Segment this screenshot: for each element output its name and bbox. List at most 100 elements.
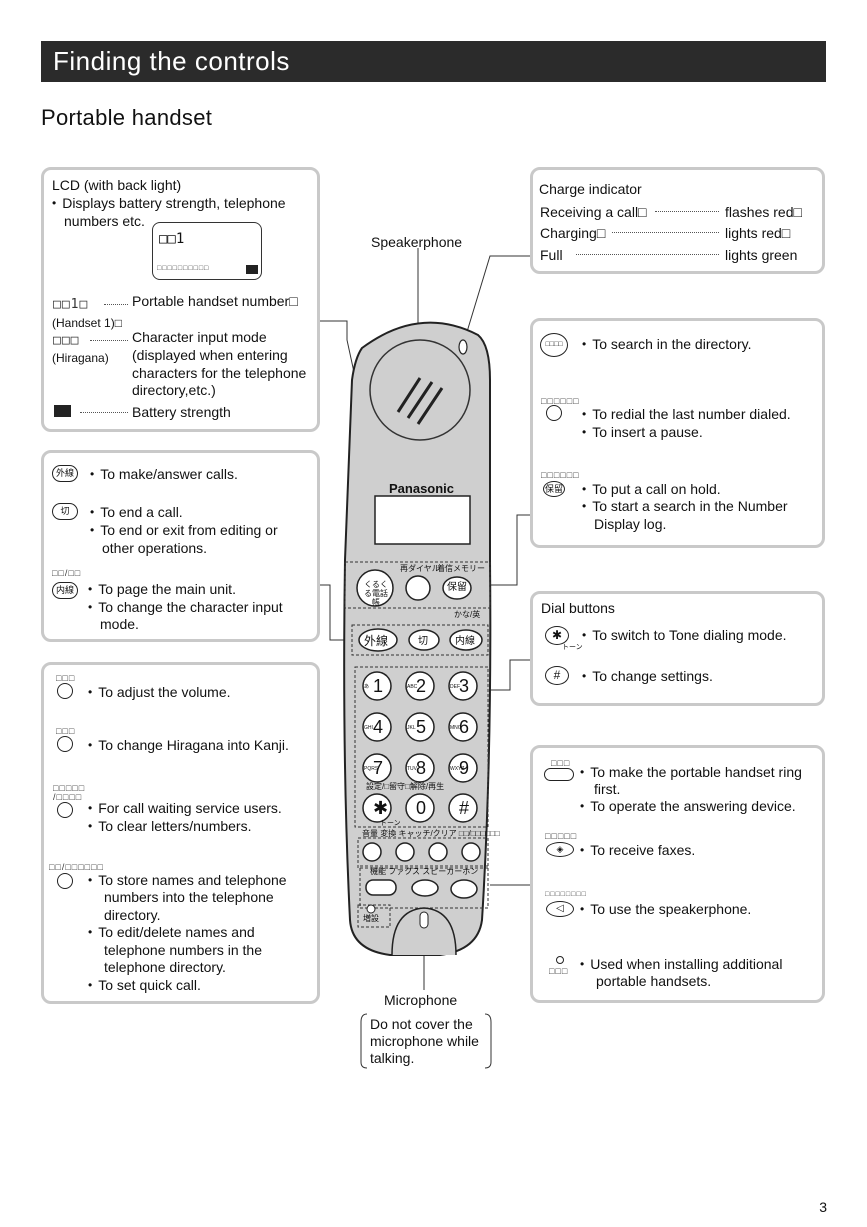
input-mode-desc1: Character input mode [132,329,267,345]
tone-label: トーン [380,820,401,827]
keypad-key-6[interactable]: 6 [459,717,470,737]
store-key-icon [57,873,73,889]
extension-glyph: □□□ [549,966,569,976]
convert-key-icon [57,736,73,752]
kana-key-label: かな/英 [454,610,481,619]
intercom-icon: 内線 [52,582,78,599]
keypad-key-sub-8: TUV [407,766,417,772]
store-glyph: □□/□□□□□□ [49,862,104,872]
dial-buttons-box [530,591,825,706]
catch-glyph-b: /□□□□ [53,792,83,802]
handset-number-desc: Portable handset number□ [132,293,298,309]
hiragana-glyph: □□□ [53,333,80,348]
dial-item2: To change settings. [582,667,713,686]
call-item3b-cont: mode. [100,616,139,632]
lcd-title: LCD (with back light) [52,177,182,193]
outside-line-key-label[interactable]: 外線 [364,634,389,648]
charge-row1-label: Receiving a call□ [540,204,647,220]
hiragana-sub: (Hiragana) [52,351,109,365]
keypad-key-8[interactable]: 8 [416,758,427,778]
tone-sub-label: トーン [562,644,583,651]
keypad-key-5[interactable]: 5 [416,717,427,737]
function-item1c: To operate the answering device. [580,797,795,816]
intercom-glyph: □□/□□ [52,568,82,578]
charge-row2-value: lights red□ [725,225,791,241]
setting-row-label: 設定/□留守□解除/再生 [366,782,445,791]
page-subtitle: Portable handset [41,105,213,130]
intercom-key [449,629,483,651]
catch-key-icon [57,802,73,818]
speakerphone-item: To use the speakerphone. [580,900,751,919]
catch-item-b: To clear letters/numbers. [88,817,251,836]
charge-title: Charge indicator [539,181,642,197]
hold-item-b: To start a search in the Number [582,497,787,516]
dial-title: Dial buttons [541,600,615,616]
keypad-key-4[interactable]: 4 [373,717,384,737]
function-key-icon [544,768,574,781]
section-title: Finding the controls [41,41,826,82]
lcd-desc-cont: numbers etc. [64,213,145,229]
hold-glyph: □□□□□□ [541,470,580,480]
leader-call-keys [320,584,355,641]
fax-item: To receive faxes. [580,841,695,860]
function-row2-label: 機能 ファクス スピーカーホン [370,867,479,876]
intercom-key-label[interactable]: 内線 [455,636,475,647]
lcd-screen-small-text: □□□□□□□□□□ [157,265,210,272]
microphone-label: Microphone [384,992,458,1008]
catch-item-a: For call waiting service users. [88,799,282,818]
store-item-b-cont1: telephone numbers in the [104,942,262,958]
hold-item-a: To put a call on hold. [582,480,720,499]
speakerphone-glyph: □□□□□□□□ [545,891,587,898]
handset-display [374,495,471,545]
store-item-a-cont2: directory. [104,907,161,923]
battery-strength-desc: Battery strength [132,404,231,420]
off-key-label[interactable]: 切 [418,636,428,647]
handset-number-sub: (Handset 1)□ [52,316,122,330]
input-mode-desc3: characters for the telephone [132,365,307,381]
keypad-key-sub-3: DEF [450,684,460,690]
outside-line-icon: 外線 [52,465,78,482]
mic-note-line1: Do not cover the [370,1016,473,1032]
charge-row3-label: Full [540,247,563,263]
keypad-key-sub-4: GHI [364,725,373,731]
hold-icon: 保留 [543,481,565,497]
input-mode-desc4: directory,etc.) [132,382,216,398]
directory-icon: □□□□ [540,333,568,357]
charge-led [458,339,468,355]
keypad-key-3[interactable]: 3 [459,676,470,696]
keypad-key-sub-7: PQRS [364,766,379,772]
dial-item1: To switch to Tone dialing mode. [582,626,786,645]
charge-indicator-box [530,167,825,274]
fax-glyph: □□□□□ [545,831,578,841]
catch-glyph-a: □□□□□ [53,783,86,793]
call-item2b: To end or exit from editing or [90,521,277,540]
keypad-key-sub-6: MNO [450,725,462,731]
off-icon: 切 [52,503,78,520]
keypad-key-7[interactable]: 7 [373,758,384,778]
keypad-key-10[interactable]: ✱ [373,798,389,818]
directory-key[interactable]: くるくる電話帳 [364,580,388,607]
charge-row3-value: lights green [725,247,798,263]
redial-glyph: □□□□□□ [541,396,580,406]
redial-key-icon [546,405,562,421]
battery-strength-icon [54,405,71,417]
keypad-key-11[interactable]: 0 [416,798,427,818]
store-item-c: To set quick call. [88,976,201,995]
keypad-key-9[interactable]: 9 [459,758,470,778]
off-key [408,629,440,651]
extension-item-a: Used when installing additional [580,955,782,974]
keypad-key-1[interactable]: 1 [373,676,384,696]
keypad-key-12[interactable]: # [459,798,470,818]
hold-item-b-cont: Display log. [594,516,667,532]
outside-line-key [358,628,398,652]
speakerphone-key-icon: ◁ [546,901,574,917]
convert-glyph: □□□ [56,726,76,736]
store-item-a-cont1: numbers into the telephone [104,889,274,905]
function-item1a: To make the portable handset ring [580,763,802,782]
store-item-a: To store names and telephone [88,871,286,890]
fax-key-icon: ◈ [546,842,574,857]
call-item3b: To change the character input [88,598,282,617]
call-item2a: To end a call. [90,503,183,522]
keypad-key-2[interactable]: 2 [416,676,427,696]
